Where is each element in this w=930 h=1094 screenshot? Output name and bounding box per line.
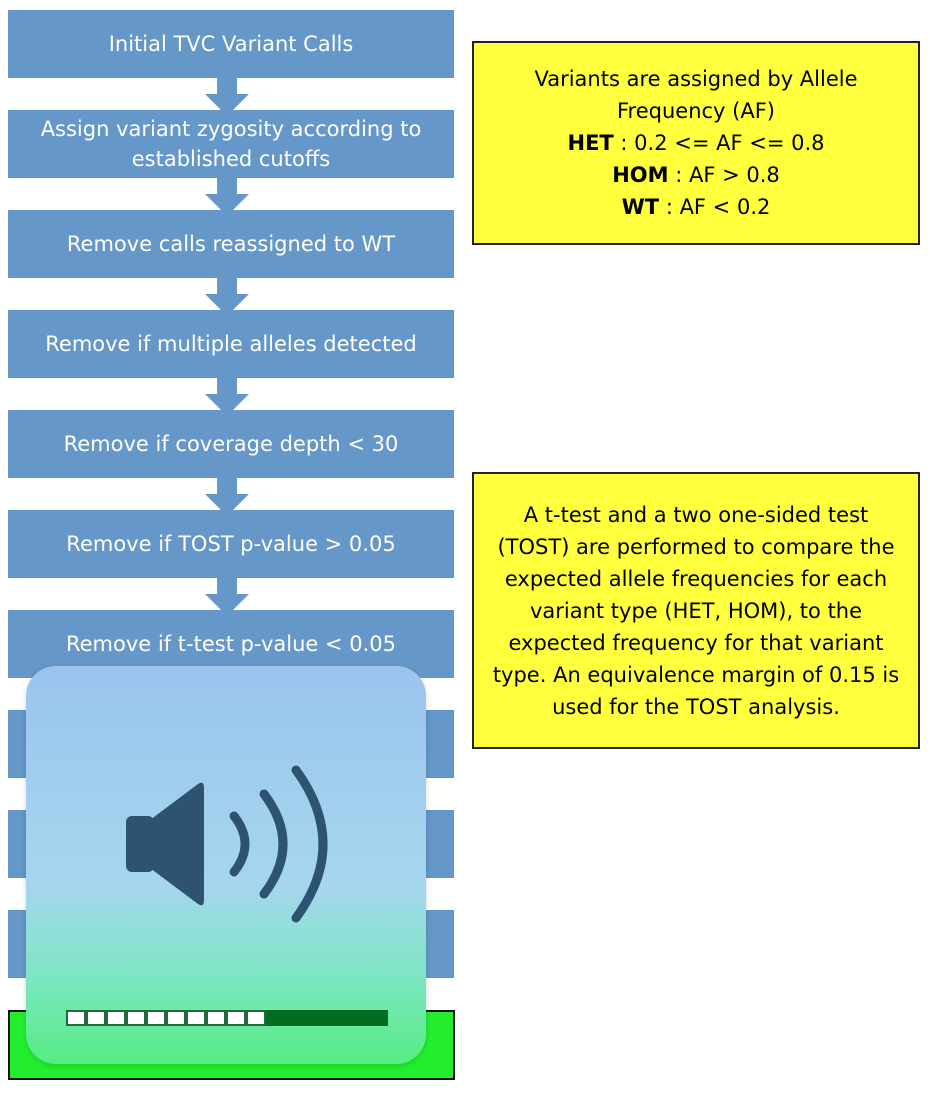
volume-segment-filled — [166, 1010, 186, 1026]
het-rule: HET : 0.2 <= AF <= 0.8 — [567, 131, 825, 155]
step-remove-low-coverage: Remove if coverage depth < 30 — [8, 410, 454, 478]
hom-rule: HOM : AF > 0.8 — [612, 163, 780, 187]
note-test-description: A t-test and a two one-sided test (TOST)… — [492, 502, 900, 719]
volume-overlay — [26, 666, 426, 1064]
zygosity-cutoffs-note: Variants are assigned by Allele Frequenc… — [472, 41, 920, 245]
volume-segment-filled — [186, 1010, 206, 1026]
statistical-test-note: A t-test and a two one-sided test (TOST)… — [472, 472, 920, 749]
step-remove-wt: Remove calls reassigned to WT — [8, 210, 454, 278]
volume-level-bar — [66, 1010, 388, 1026]
volume-segment-filled — [86, 1010, 106, 1026]
volume-segment-empty — [266, 1010, 388, 1026]
wt-rule: WT : AF < 0.2 — [621, 195, 771, 219]
volume-segment-filled — [146, 1010, 166, 1026]
volume-segment-filled — [126, 1010, 146, 1026]
step-remove-tost: Remove if TOST p-value > 0.05 — [8, 510, 454, 578]
volume-segment-filled — [106, 1010, 126, 1026]
volume-segment-filled — [246, 1010, 266, 1026]
volume-segment-filled — [66, 1010, 86, 1026]
speaker-high-volume-icon — [126, 765, 328, 923]
step-remove-multiple-alleles: Remove if multiple alleles detected — [8, 310, 454, 378]
step-assign-zygosity: Assign variant zygosity according to est… — [8, 110, 454, 178]
volume-segment-filled — [226, 1010, 246, 1026]
step-initial-calls: Initial TVC Variant Calls — [8, 10, 454, 78]
volume-segment-filled — [206, 1010, 226, 1026]
note-intro: Variants are assigned by Allele Frequenc… — [534, 67, 858, 123]
